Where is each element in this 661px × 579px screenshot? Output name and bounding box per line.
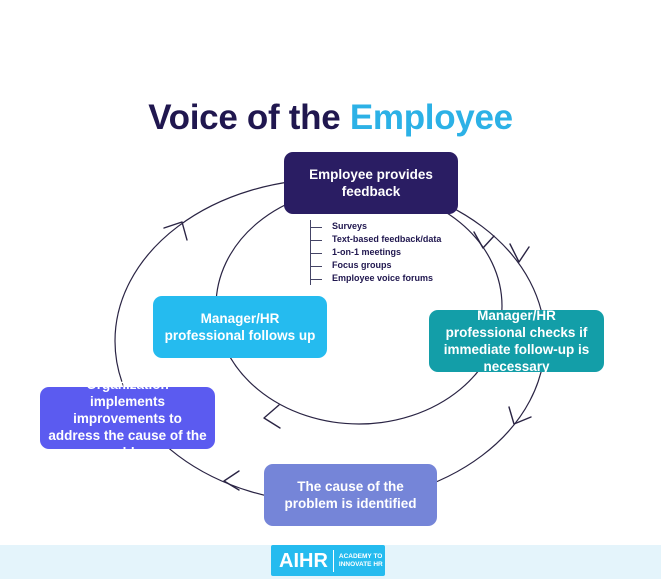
list-item: Focus groups: [311, 259, 441, 272]
page-title: Voice of the Employee: [0, 98, 661, 138]
arrow-outer-left-top: [163, 221, 188, 241]
logo-tagline: ACADEMY TO INNOVATE HR: [334, 553, 383, 568]
logo-tagline-line-1: ACADEMY TO: [338, 553, 383, 560]
step-manager-follows-up: Manager/HR professional follows up: [153, 296, 327, 358]
arrow-outer-right-top: [509, 243, 530, 263]
step-immediate-followup-check: Manager/HR professional checks if immedi…: [429, 308, 604, 374]
arrow-outer-left-bottom: [223, 470, 240, 491]
title-part-1: Voice of the: [148, 98, 341, 137]
arrow-inner-right: [473, 231, 495, 249]
title-part-2-accent: Employee: [349, 98, 513, 137]
arrow-outer-right-bottom: [508, 406, 532, 425]
list-item: Surveys: [311, 220, 441, 233]
list-item: 1-on-1 meetings: [311, 246, 441, 259]
feedback-channel-list: Surveys Text-based feedback/data 1-on-1 …: [310, 220, 441, 285]
logo-mark: AIHR: [271, 549, 334, 572]
step-cause-identified: The cause of the problem is identified: [264, 464, 437, 526]
step-implement-improvements: Organization implements improvements to …: [40, 377, 215, 460]
step-employee-feedback: Employee provides feedback: [284, 152, 458, 214]
list-item: Employee voice forums: [311, 272, 441, 285]
aihr-logo: AIHR ACADEMY TO INNOVATE HR: [271, 545, 385, 576]
arrow-inner-bottom: [263, 404, 281, 429]
logo-tagline-line-2: INNOVATE HR: [338, 560, 383, 568]
list-item: Text-based feedback/data: [311, 233, 441, 246]
